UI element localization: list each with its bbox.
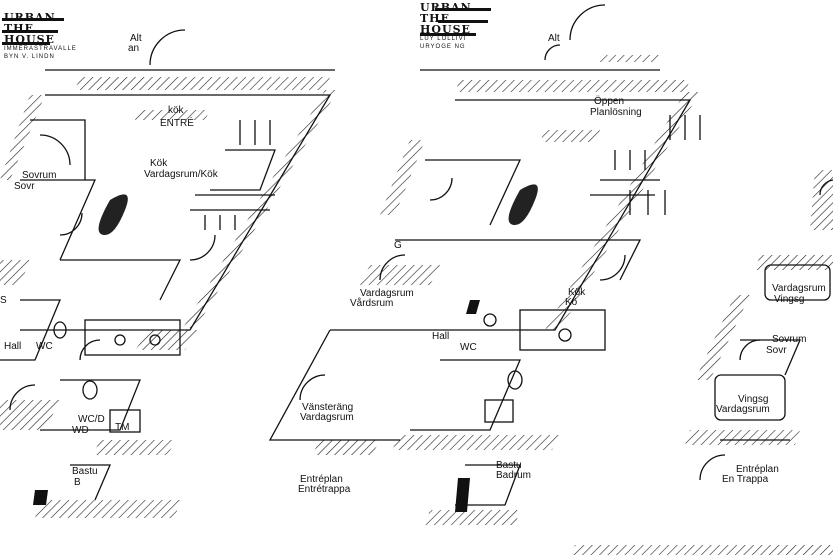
room-label: Vänsteräng (302, 402, 354, 413)
room-label: Kö (565, 297, 578, 308)
left-wall-bottom (35, 500, 180, 518)
mid-wall-entry (425, 510, 520, 525)
logo-sub: IMMERASTRAVALLE (4, 46, 77, 52)
mid-wall-b (595, 55, 660, 62)
room-label: Vardagsrum (772, 283, 826, 294)
room-label: Entréplan (300, 474, 343, 485)
room-label: an (128, 43, 140, 54)
logo-line: HOUSE (4, 33, 55, 46)
room-label: Entréplan (736, 464, 779, 475)
room-label: Vardagsrum (300, 412, 354, 423)
right-floor-plan (570, 170, 833, 555)
logo-sub: BYN V. LINDN (4, 54, 55, 60)
right-wall-edge (810, 170, 833, 230)
right-wall-bottom (685, 430, 800, 445)
room-label: WC (460, 342, 477, 353)
room-label: Hall (432, 331, 450, 342)
room-label: kök (168, 105, 184, 116)
right-wall-bottom-bar (570, 545, 833, 555)
left-stair-shape (98, 194, 128, 235)
mid-wall-top (455, 80, 690, 92)
logo-sub: LUY LOLLIVI (420, 36, 467, 42)
left-brand-logo: URBAN THE HOUSE IMMERASTRAVALLE BYN V. L… (4, 12, 77, 61)
room-label: Sovrum (22, 170, 57, 181)
mid-brand-logo: URBAN THE HOUSE LUY LOLLIVI URYOGE NG (420, 2, 472, 51)
logo-line: HOUSE (420, 23, 471, 36)
room-label: Sovrum (772, 334, 807, 345)
room-label: Alt (548, 33, 560, 44)
room-label: WD (72, 425, 89, 436)
middle-floor-plan (268, 4, 701, 525)
mid-wall-right (545, 92, 700, 330)
room-label: WC/D (78, 414, 105, 425)
room-label: Vardagsrum (716, 404, 770, 415)
logo-line: URBAN (420, 1, 472, 14)
room-label: Kök (568, 287, 586, 298)
mid-logo-mark (420, 8, 491, 36)
left-wall-c (93, 440, 175, 455)
room-label: Vardagsrum/Kök (144, 169, 218, 180)
room-label: ENTRÉ (160, 118, 194, 129)
mid-black-mark-2 (455, 478, 470, 512)
left-floor-plan (0, 29, 338, 518)
room-label: Sovr (14, 181, 35, 192)
mid-wall-left (380, 140, 425, 215)
room-label: Vardagsrum (360, 288, 414, 299)
right-wall-top (755, 255, 833, 270)
right-wall-left (695, 295, 750, 380)
room-label: Kök (150, 158, 168, 169)
mid-wall-d (312, 440, 380, 455)
mid-wall-bottom (392, 435, 560, 450)
room-label: Vårdsrum (350, 298, 394, 309)
mid-wall-a (360, 265, 440, 285)
room-label: G (394, 240, 402, 251)
room-label: S (0, 295, 7, 306)
left-black-mark (33, 490, 48, 505)
room-label: WC (36, 341, 53, 352)
left-wall-right (183, 90, 338, 328)
room-label: Badrum (496, 470, 532, 481)
logo-line: THE (420, 12, 450, 25)
room-label: Bastu (72, 466, 98, 477)
mid-black-mark (466, 300, 480, 314)
room-label: B (74, 477, 81, 488)
room-label: Entrétrappa (298, 484, 351, 495)
left-wall-mid (135, 330, 200, 350)
logo-line: THE (4, 22, 34, 35)
room-label: En Trappa (722, 474, 769, 485)
room-label: Planlösning (590, 107, 642, 118)
left-wall-d (0, 260, 30, 285)
room-label: Bastu (496, 460, 522, 471)
room-label: Hall (4, 341, 22, 352)
left-wall-lower-left (0, 400, 60, 430)
mid-wall-c (540, 130, 600, 142)
room-label: Sovr (766, 345, 787, 356)
left-logo-mark (2, 18, 64, 45)
left-wall-left (0, 95, 45, 180)
room-label: Vingsg (738, 394, 769, 405)
logo-line: URBAN (4, 11, 56, 24)
logo-sub: URYOGE NG (420, 44, 466, 50)
left-wall-top (75, 77, 330, 90)
mid-stair-shape (508, 184, 538, 225)
room-label: TM (115, 422, 130, 433)
room-label: Alt (130, 33, 142, 44)
room-label: Öppen (594, 96, 625, 107)
room-label: Vingsg (774, 294, 805, 305)
left-wall-e (135, 110, 210, 120)
